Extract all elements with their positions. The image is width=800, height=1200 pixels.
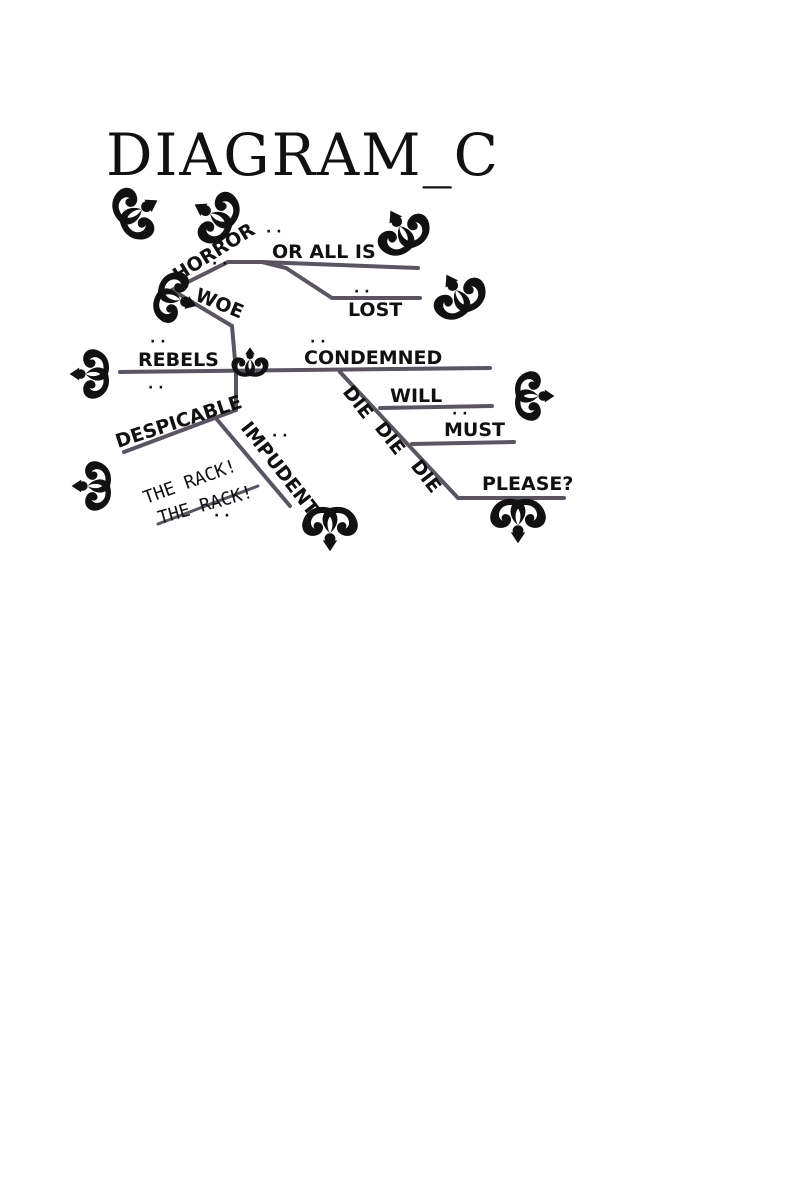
flourish-ornament (515, 371, 555, 421)
word-must: MUST (444, 419, 505, 441)
umlaut-mark: · · (452, 406, 468, 422)
word-despicable: DESPICABLE (113, 391, 245, 453)
flourish-ornament (231, 347, 269, 377)
umlaut-mark: · · (148, 380, 164, 396)
umlaut-mark: · · (272, 428, 288, 444)
word-or-all-is: OR ALL IS (272, 241, 376, 263)
word-horror: HORROR (169, 219, 259, 287)
word-rebels: REBELS (138, 349, 219, 371)
flourish-ornament (366, 196, 437, 263)
diagram-title: DIAGRAM_C (106, 121, 500, 189)
umlaut-mark: · · (212, 256, 228, 272)
word-please: PLEASE? (482, 473, 573, 495)
flourish-ornament (490, 498, 546, 544)
umlaut-mark: · · (266, 224, 282, 240)
flourish-ornament (71, 461, 111, 511)
word-die-2: DIE (370, 418, 409, 460)
umlaut-mark: · · (214, 508, 230, 524)
umlaut-marks: · · · · · · · · · · · · · · · · · · (148, 224, 468, 524)
flourish-ornament (69, 349, 109, 399)
word-will: WILL (390, 385, 442, 407)
umlaut-mark: · · (310, 334, 326, 350)
umlaut-mark: · · (150, 334, 166, 350)
word-die-3: DIE (406, 456, 445, 498)
flourish-ornament (422, 260, 493, 327)
word-lost: LOST (348, 299, 402, 321)
umlaut-mark: · · (354, 284, 370, 300)
word-condemned: CONDEMNED (304, 347, 442, 369)
word-die-1: DIE (338, 382, 377, 424)
